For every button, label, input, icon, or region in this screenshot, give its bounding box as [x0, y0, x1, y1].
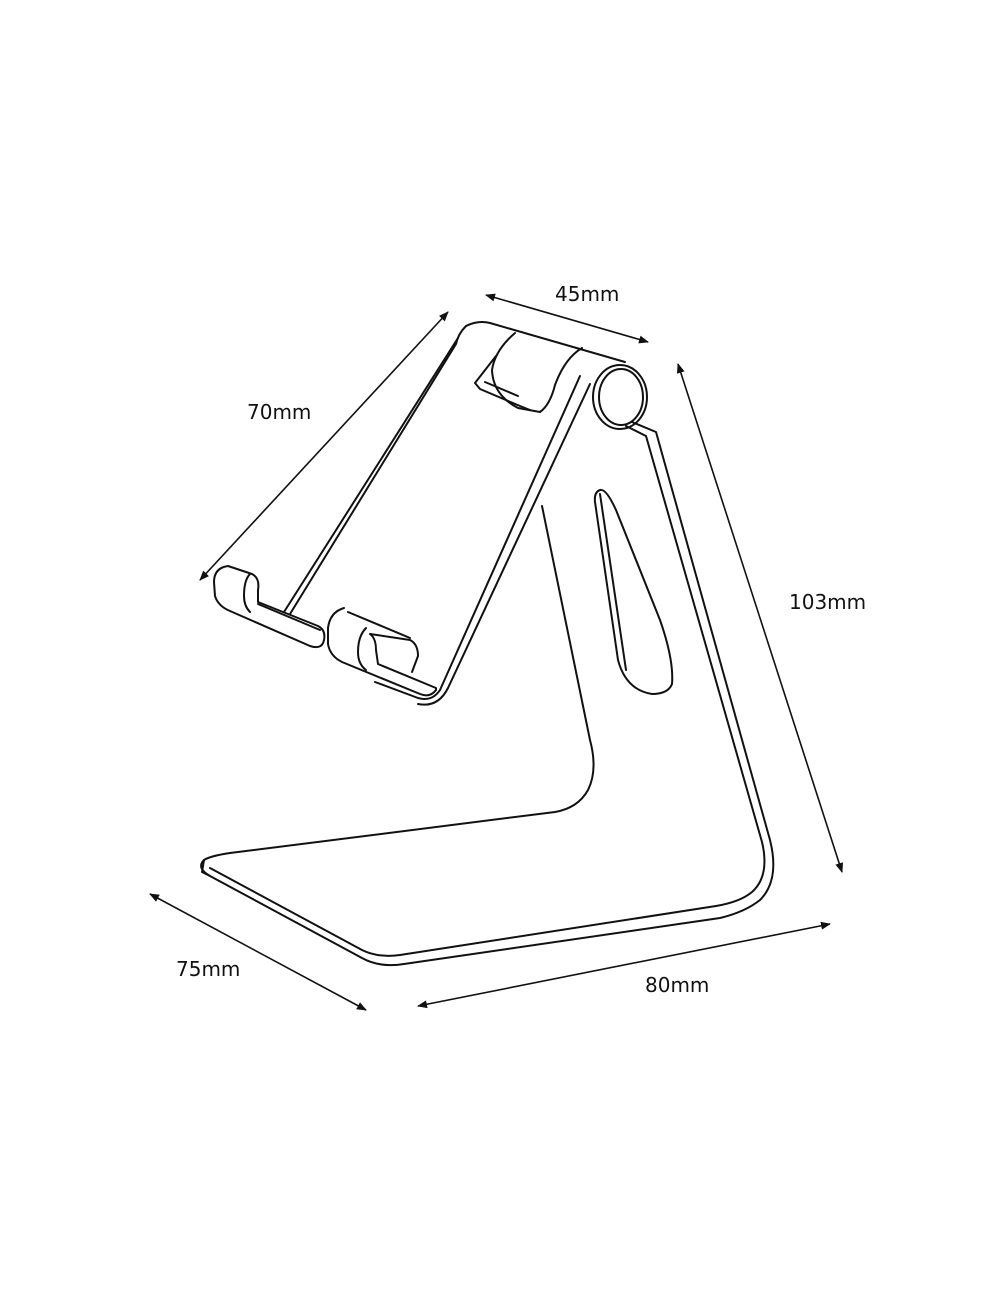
label-80mm: 80mm: [645, 973, 710, 997]
dim-70mm-line: [199, 311, 449, 581]
right-foot-lip: [327, 607, 437, 697]
label-75mm: 75mm: [176, 957, 241, 981]
slot-cutout: [593, 488, 674, 695]
dim-75mm-line: [149, 893, 367, 1011]
label-103mm: 103mm: [789, 590, 867, 614]
holder-plate: [283, 321, 626, 706]
back-support: [200, 421, 775, 967]
hinge-cylinder: [474, 332, 648, 430]
dim-103mm-line: [676, 363, 844, 873]
label-70mm: 70mm: [247, 400, 312, 424]
dim-45mm-line: [485, 293, 649, 344]
left-foot-lip: [213, 565, 326, 649]
label-45mm: 45mm: [555, 282, 620, 306]
dimension-lines: [149, 293, 844, 1011]
dim-80mm-line: [417, 921, 831, 1009]
